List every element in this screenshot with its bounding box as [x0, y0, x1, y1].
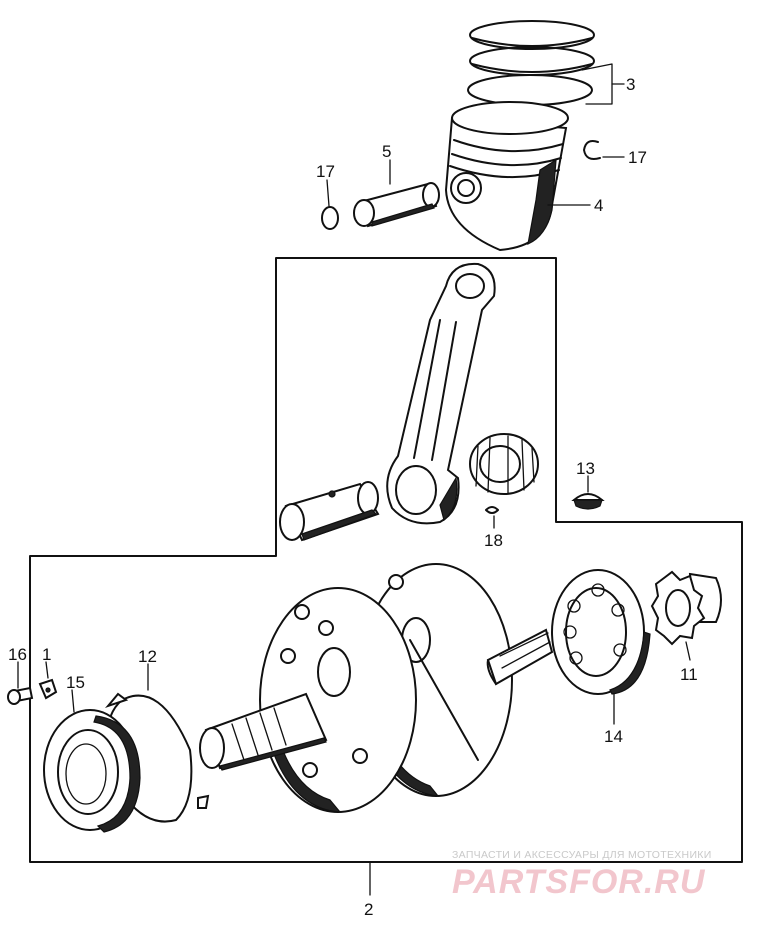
ball-bearing: [551, 569, 651, 695]
label-part-4: 4: [594, 196, 603, 215]
label-part-13: 13: [576, 459, 595, 478]
label-part-17-left: 17: [316, 162, 335, 181]
label-part-17-right: 17: [628, 148, 647, 167]
bolt: [7, 686, 34, 705]
leader-17a: [326, 179, 330, 207]
pin-clip-right: [583, 140, 601, 160]
label-part-11: 11: [680, 665, 698, 684]
label-part-5: 5: [382, 142, 391, 161]
crankshaft: [199, 563, 554, 813]
pin-clip-left: [321, 206, 339, 230]
label-part-15: 15: [66, 673, 85, 692]
connecting-rod: [386, 262, 496, 525]
leader-15: [71, 689, 75, 713]
timing-sprocket: [650, 570, 722, 646]
label-part-3: 3: [626, 75, 635, 94]
label-part-18: 18: [484, 531, 503, 550]
lock-plate: [38, 678, 58, 700]
label-part-1: 1: [42, 645, 51, 664]
woodruff-key: [571, 493, 605, 510]
leader-11: [685, 641, 691, 661]
needle-bearing: [469, 433, 539, 514]
watermark-logo: PARTSFOR.RU: [452, 863, 706, 901]
assembly-outline: [29, 257, 743, 863]
label-part-2: 2: [364, 900, 373, 919]
watermark-caption: ЗАПЧАСТИ И АКСЕССУАРЫ ДЛЯ МОТОТЕХНИКИ: [452, 849, 712, 861]
leader-1: [45, 661, 49, 679]
label-part-12: 12: [138, 647, 157, 666]
label-part-16: 16: [8, 645, 27, 664]
label-part-14: 14: [604, 727, 623, 746]
piston: [444, 101, 569, 252]
piston-pin: [353, 182, 440, 228]
oil-seal: [43, 709, 141, 833]
crank-pin: [279, 481, 380, 542]
piston-rings: [467, 20, 595, 106]
